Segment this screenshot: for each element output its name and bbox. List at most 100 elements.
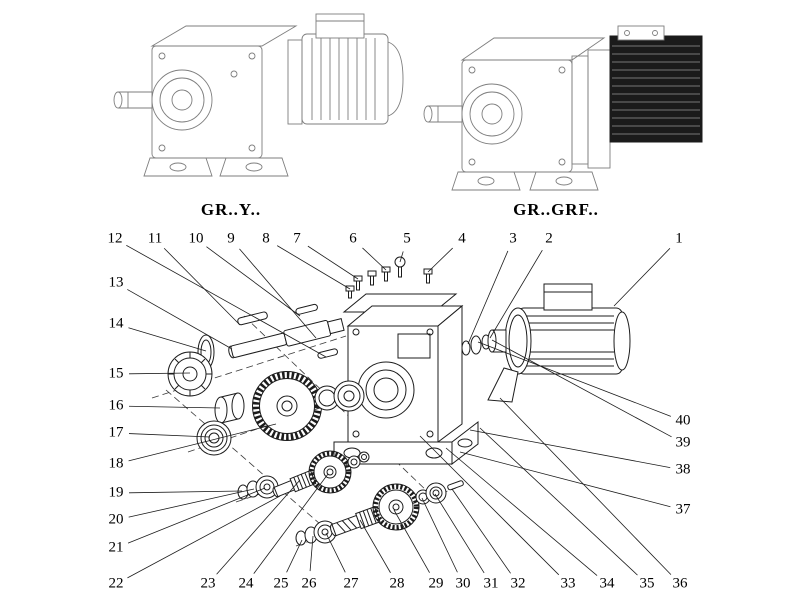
callout-number-16: 16 bbox=[109, 397, 125, 413]
bearing-and-gear-train bbox=[196, 371, 365, 456]
variant-label-gr-y: GR..Y.. bbox=[201, 200, 261, 219]
leader-line-15 bbox=[128, 372, 191, 375]
callout-number-40: 40 bbox=[676, 412, 691, 428]
callout-number-4: 4 bbox=[458, 230, 466, 246]
input-gear bbox=[372, 483, 420, 531]
output-shaft bbox=[423, 105, 462, 123]
leader-line-31 bbox=[434, 493, 485, 574]
leader-line-22 bbox=[127, 495, 281, 579]
leader-line-4 bbox=[427, 247, 453, 273]
callout-number-38: 38 bbox=[676, 461, 691, 477]
callout-number-14: 14 bbox=[109, 315, 125, 331]
callout-number-11: 11 bbox=[148, 230, 162, 246]
terminal-box bbox=[315, 13, 365, 39]
leader-line-23 bbox=[216, 479, 301, 575]
callout-number-34: 34 bbox=[600, 575, 616, 591]
leader-line-33 bbox=[419, 435, 560, 576]
pinion-shaft-2 bbox=[330, 504, 393, 537]
callout-number-32: 32 bbox=[511, 575, 526, 591]
bearing-mid bbox=[333, 380, 365, 412]
leader-line-39 bbox=[491, 339, 672, 438]
callout-number-15: 15 bbox=[109, 365, 124, 381]
brake-motor-block bbox=[609, 25, 703, 143]
leader-line-35 bbox=[479, 427, 638, 576]
leader-line-12 bbox=[126, 244, 327, 358]
callout-number-37: 37 bbox=[676, 501, 692, 517]
intermediate-gear bbox=[308, 450, 352, 494]
leader-line-11 bbox=[163, 247, 241, 326]
leader-line-26 bbox=[309, 535, 314, 572]
callout-number-28: 28 bbox=[390, 575, 405, 591]
callout-number-7: 7 bbox=[293, 230, 301, 246]
leader-line-2 bbox=[489, 249, 543, 339]
vent-plug bbox=[345, 285, 355, 292]
cover-bolts bbox=[345, 256, 433, 299]
callout-number-23: 23 bbox=[201, 575, 216, 591]
leader-line-20 bbox=[128, 488, 255, 518]
leader-line-24 bbox=[253, 473, 329, 574]
callout-number-35: 35 bbox=[640, 575, 655, 591]
callout-number-33: 33 bbox=[561, 575, 576, 591]
leader-line-29 bbox=[393, 509, 430, 573]
exploded-view bbox=[151, 256, 631, 547]
callout-number-24: 24 bbox=[239, 575, 255, 591]
bearing-small-3 bbox=[425, 482, 447, 504]
leader-line-19 bbox=[128, 490, 243, 494]
callout-number-26: 26 bbox=[302, 575, 318, 591]
leader-line-28 bbox=[359, 519, 391, 573]
callout-number-3: 3 bbox=[509, 230, 517, 246]
leader-line-7 bbox=[307, 245, 359, 280]
callout-number-9: 9 bbox=[227, 230, 235, 246]
callout-number-13: 13 bbox=[109, 274, 124, 290]
input-pinion-set bbox=[295, 480, 464, 546]
output-gear bbox=[252, 371, 322, 441]
callout-number-12: 12 bbox=[108, 230, 123, 246]
input-key bbox=[447, 480, 464, 491]
leader-line-9 bbox=[239, 248, 317, 339]
leader-line-40 bbox=[477, 341, 672, 417]
leader-line-17 bbox=[128, 433, 211, 438]
callout-number-8: 8 bbox=[262, 230, 270, 246]
leader-line-32 bbox=[451, 488, 511, 574]
callout-number-2: 2 bbox=[545, 230, 553, 246]
callout-number-22: 22 bbox=[109, 575, 124, 591]
flange-skirt bbox=[487, 367, 519, 403]
input-coupling-parts bbox=[461, 329, 507, 356]
mounting-foot-side bbox=[451, 420, 479, 466]
shaft-key-2 bbox=[295, 303, 318, 315]
leader-line-38 bbox=[469, 429, 671, 468]
variant-label-gr-grf: GR..GRF.. bbox=[513, 200, 599, 219]
leader-line-16 bbox=[128, 405, 221, 409]
leader-line-18 bbox=[128, 423, 277, 462]
callout-number-31: 31 bbox=[484, 575, 499, 591]
callout-number-30: 30 bbox=[456, 575, 471, 591]
motor bbox=[487, 283, 631, 403]
leader-line-1 bbox=[613, 248, 671, 307]
bearing-large bbox=[196, 420, 232, 456]
leader-line-25 bbox=[286, 539, 303, 573]
callout-number-5: 5 bbox=[403, 230, 411, 246]
leader-line-14 bbox=[128, 327, 207, 352]
motor-endbell bbox=[387, 41, 404, 117]
leader-line-10 bbox=[206, 246, 301, 317]
leader-line-6 bbox=[362, 247, 387, 271]
gear-housing bbox=[333, 304, 479, 466]
callout-number-21: 21 bbox=[109, 539, 124, 555]
leader-line-34 bbox=[445, 447, 598, 576]
callout-number-1: 1 bbox=[675, 230, 683, 246]
callout-number-18: 18 bbox=[109, 455, 124, 471]
gearmotor-illustration-grf bbox=[423, 25, 703, 191]
callout-number-27: 27 bbox=[344, 575, 360, 591]
callout-number-6: 6 bbox=[349, 230, 357, 246]
callout-number-10: 10 bbox=[189, 230, 204, 246]
callout-number-19: 19 bbox=[109, 484, 124, 500]
inspection-plate bbox=[397, 333, 431, 359]
leader-line-8 bbox=[276, 245, 351, 290]
end-flange-disc bbox=[167, 351, 213, 397]
leader-line-30 bbox=[421, 497, 458, 573]
motor-terminal-box bbox=[543, 283, 593, 311]
leader-line-27 bbox=[325, 532, 346, 573]
